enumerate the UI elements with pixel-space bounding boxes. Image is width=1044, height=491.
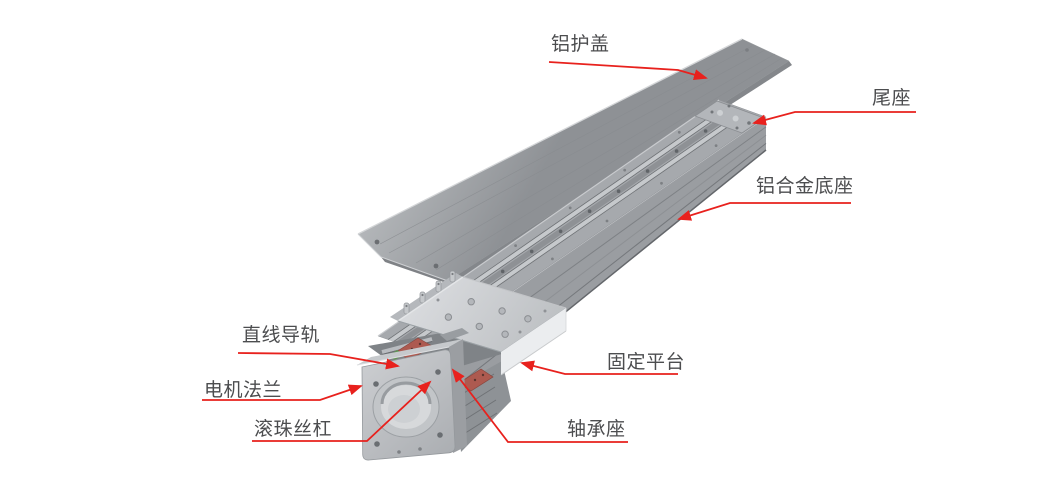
label-tail-seat: 尾座 — [872, 88, 912, 109]
label-ball-screw: 滚珠丝杠 — [254, 419, 333, 440]
label-fixed-platform: 固定平台 — [607, 352, 686, 373]
label-linear-guide-rail: 直线导轨 — [242, 325, 321, 346]
platform-screw-holes — [444, 298, 532, 338]
platform-side-face — [501, 308, 566, 375]
cover-grooves — [379, 45, 783, 271]
flange-bolt-holes — [373, 369, 443, 447]
motor-flange-part — [356, 339, 467, 461]
label-aluminum-cover: 铝护盖 — [551, 34, 610, 55]
leader-lines — [202, 61, 916, 443]
cover-screw-hole — [745, 48, 749, 52]
cover-screw-hole — [374, 239, 380, 245]
leader-aluminum-cover — [548, 61, 708, 80]
leader-bearing-seat — [451, 368, 628, 443]
cover-screw-hole — [433, 263, 439, 269]
leader-fixed-platform — [520, 360, 678, 375]
leader-tail-seat — [752, 111, 916, 126]
leader-linear-guide-rail — [237, 352, 400, 370]
fixed-platform-part — [390, 270, 567, 376]
nut-window-notch — [440, 328, 469, 341]
leader-ball-screw — [252, 380, 432, 442]
label-bearing-seat: 轴承座 — [567, 419, 626, 440]
leader-motor-flange — [202, 384, 363, 401]
tail-seat-part — [694, 100, 765, 134]
label-aluminum-alloy-base: 铝合金底座 — [756, 176, 854, 197]
platform-pin-holes — [436, 298, 547, 334]
rib-posts — [403, 270, 456, 315]
base-mounting-holes — [471, 129, 708, 294]
label-motor-flange: 电机法兰 — [204, 380, 283, 401]
leader-aluminum-alloy-base — [677, 202, 851, 221]
